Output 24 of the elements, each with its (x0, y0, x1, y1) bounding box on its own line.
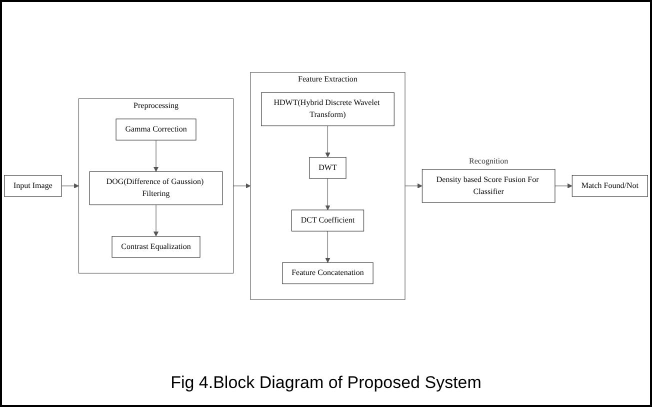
arrow (325, 230, 330, 262)
arrow (325, 178, 330, 210)
arrow (325, 125, 330, 158)
figure-caption: Fig 4.Block Diagram of Proposed System (170, 373, 482, 393)
arrow (154, 139, 159, 172)
node-box (309, 156, 346, 178)
block-diagram: Feature Extraction HDWT(Hybrid Discrete Wavelet Transform) DWT DCT Coefficient Feature Concatenation Preprocessing Gamma Correction DOG(Difference of Gaussion) Filtering Contrast Equalization Input Image Density based Score Fusion For Classifier Match Found/Not Recognition (2, 70, 650, 302)
arrow (154, 204, 159, 236)
node-box (4, 174, 62, 196)
cluster (78, 98, 234, 274)
node-box (291, 209, 364, 231)
node-box (89, 170, 223, 205)
arrow (61, 182, 79, 188)
node-box (112, 236, 200, 258)
node-box (282, 262, 374, 284)
node-box (422, 168, 556, 202)
node-box (261, 92, 394, 126)
cluster (250, 72, 406, 300)
stage-heading: Recognition (469, 156, 508, 166)
node-box (116, 118, 196, 140)
arrow (233, 182, 251, 188)
arrow (554, 182, 572, 188)
arrow (404, 182, 422, 188)
node-box (572, 174, 648, 196)
